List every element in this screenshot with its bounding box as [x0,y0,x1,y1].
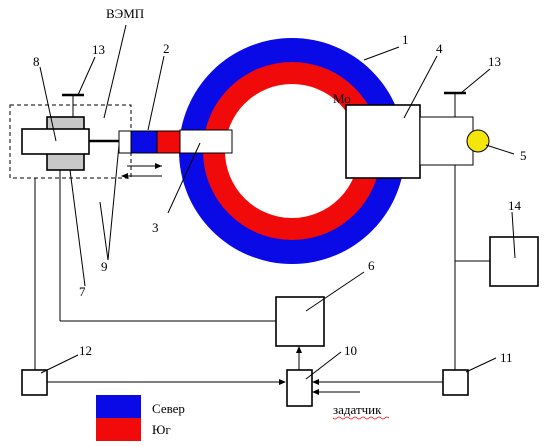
magnet-insert [130,130,181,154]
lamp-5 [466,129,490,153]
label-6: 6 [368,258,375,273]
label-7: 7 [79,284,86,299]
label-5: 5 [520,148,527,163]
block-10 [286,369,313,407]
label-9: 9 [101,259,108,274]
zadatchik-underline [332,416,390,420]
vemp-dashed-enclosure [9,104,132,179]
label-13-right: 13 [488,54,501,69]
label-10: 10 [344,343,357,358]
label-8: 8 [33,54,40,69]
legend-swatch-south [96,418,141,441]
actuator-core [21,128,90,155]
label-12: 12 [79,343,92,358]
lamp-housing [419,116,474,166]
label-vemp: ВЭМП [106,6,144,21]
wiring [34,165,490,395]
legend-label-north: Север [152,401,185,416]
label-1: 1 [402,32,409,47]
ring-inner-bore [225,84,359,218]
leader-lines [39,24,516,380]
block-6 [275,296,325,347]
legend: Север Юг [96,395,185,441]
label-3: 3 [152,220,159,235]
label-11: 11 [500,350,513,365]
magnet-insert-north [130,130,158,154]
label-13-left: 13 [92,42,105,57]
channel-tube [179,129,233,154]
block-12 [21,369,48,396]
label-14: 14 [508,198,522,213]
motion-arrows [121,163,162,179]
label-zadatchik: задатчик [333,402,382,417]
label-2: 2 [163,41,170,56]
labels: ВЭМП 13 8 2 1 4 13 Мо 5 14 3 9 6 7 10 12… [33,6,527,420]
block-11 [442,369,469,396]
block-4 [345,104,421,179]
legend-swatch-north [96,395,141,418]
legend-label-south: Юг [152,422,171,437]
magnet-insert-south [156,130,181,154]
label-4: 4 [436,41,443,56]
label-mo: Мо [333,91,351,106]
ring-magnet [179,38,405,264]
rod-head [118,130,132,154]
